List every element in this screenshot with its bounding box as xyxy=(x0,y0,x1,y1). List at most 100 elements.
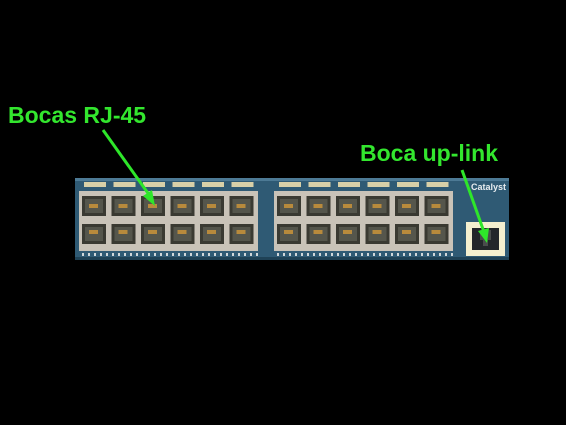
panel-tick xyxy=(439,253,441,256)
panel-tick xyxy=(421,253,423,256)
port-led xyxy=(207,230,216,234)
panel-tick xyxy=(355,253,357,256)
rj45-port-icon[interactable] xyxy=(170,224,195,244)
port-led xyxy=(207,204,216,208)
panel-tick xyxy=(178,253,180,256)
rj45-port-icon[interactable] xyxy=(306,196,331,216)
panel-tick xyxy=(256,253,258,256)
port-label-strip xyxy=(143,182,165,187)
port-led xyxy=(313,230,323,234)
port-led xyxy=(236,204,246,208)
rj45-port-icon[interactable] xyxy=(424,196,449,216)
rj45-port-icon[interactable] xyxy=(200,196,224,216)
port-led xyxy=(402,230,411,234)
panel-tick xyxy=(313,253,315,256)
panel-tick xyxy=(82,253,84,256)
panel-tick xyxy=(367,253,369,256)
rj45-callout-arrow xyxy=(101,129,155,206)
port-label-strip xyxy=(202,182,224,187)
rj45-port-icon[interactable] xyxy=(111,196,136,216)
brand-logo: Catalyst xyxy=(471,182,506,192)
rj45-port-icon[interactable] xyxy=(229,224,254,244)
panel-tick xyxy=(154,253,156,256)
panel-tick xyxy=(307,253,309,256)
port-led xyxy=(343,204,352,208)
port-led xyxy=(431,204,441,208)
panel-tick xyxy=(196,253,198,256)
panel-tick xyxy=(433,253,435,256)
rj45-port-icon[interactable] xyxy=(395,196,419,216)
panel-tick xyxy=(349,253,351,256)
rj45-port-icon[interactable] xyxy=(336,196,360,216)
rj45-port-icon[interactable] xyxy=(395,224,419,244)
port-group-frame xyxy=(79,191,258,251)
panel-tick xyxy=(148,253,150,256)
panel-tick xyxy=(295,253,297,256)
panel-tick xyxy=(283,253,285,256)
panel-tick xyxy=(190,253,192,256)
port-led xyxy=(89,230,98,234)
panel-tick xyxy=(250,253,252,256)
rj45-port-icon[interactable] xyxy=(277,224,301,244)
panel-tick xyxy=(130,253,132,256)
port-led xyxy=(118,204,128,208)
panel-tick xyxy=(232,253,234,256)
rj45-port-icon[interactable] xyxy=(111,224,136,244)
panel-tick xyxy=(325,253,327,256)
panel-tick xyxy=(226,253,228,256)
panel-tick xyxy=(331,253,333,256)
port-led xyxy=(177,204,187,208)
panel-tick xyxy=(160,253,162,256)
port-led xyxy=(236,230,246,234)
rj45-port-icon[interactable] xyxy=(170,196,195,216)
rj45-port-icon[interactable] xyxy=(141,224,165,244)
panel-tick xyxy=(301,253,303,256)
panel-tick xyxy=(343,253,345,256)
port-label-strip xyxy=(113,182,136,187)
port-led xyxy=(89,204,98,208)
rj45-port-icon[interactable] xyxy=(229,196,254,216)
port-label-strip xyxy=(231,182,254,187)
panel-tick xyxy=(244,253,246,256)
panel-tick xyxy=(106,253,108,256)
port-led xyxy=(148,230,157,234)
port-led xyxy=(313,204,323,208)
rj45-port-icon[interactable] xyxy=(424,224,449,244)
panel-tick xyxy=(94,253,96,256)
panel-tick xyxy=(337,253,339,256)
port-led xyxy=(177,230,187,234)
panel-tick xyxy=(184,253,186,256)
panel-tick xyxy=(319,253,321,256)
port-led xyxy=(372,230,382,234)
panel-tick xyxy=(451,253,453,256)
port-led xyxy=(402,204,411,208)
port-label-strip xyxy=(84,182,106,187)
panel-tick xyxy=(277,253,279,256)
rj45-port-icon[interactable] xyxy=(365,224,390,244)
switch-chassis: Catalyst xyxy=(75,178,509,260)
port-label-strip xyxy=(279,182,301,187)
panel-tick xyxy=(238,253,240,256)
rj45-port-icon[interactable] xyxy=(365,196,390,216)
uplink-port-label: Boca up-link xyxy=(360,140,499,166)
panel-tick xyxy=(397,253,399,256)
panel-tick xyxy=(385,253,387,256)
port-led xyxy=(431,230,441,234)
port-label-strip xyxy=(308,182,331,187)
panel-tick xyxy=(118,253,120,256)
panel-tick xyxy=(136,253,138,256)
rj45-port-icon[interactable] xyxy=(82,224,106,244)
rj45-port-icon[interactable] xyxy=(141,196,165,216)
port-led xyxy=(343,230,352,234)
rj45-port-icon[interactable] xyxy=(306,224,331,244)
port-led xyxy=(284,204,293,208)
rj45-port-icon[interactable] xyxy=(336,224,360,244)
rj45-port-icon[interactable] xyxy=(200,224,224,244)
panel-tick xyxy=(220,253,222,256)
rj45-port-icon[interactable] xyxy=(277,196,301,216)
panel-tick xyxy=(409,253,411,256)
panel-tick xyxy=(202,253,204,256)
rj45-port-icon[interactable] xyxy=(82,196,106,216)
panel-tick xyxy=(172,253,174,256)
panel-tick xyxy=(100,253,102,256)
